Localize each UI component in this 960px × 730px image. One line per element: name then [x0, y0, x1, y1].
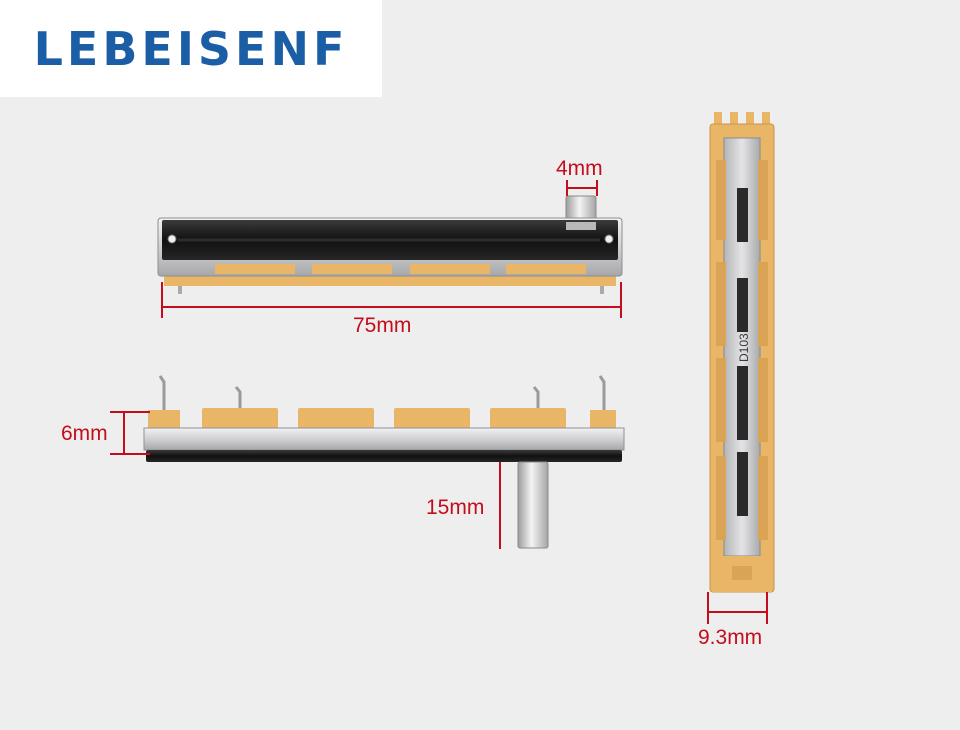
- brand-logo: LEBEISENF: [0, 0, 382, 97]
- side-tab: [758, 358, 768, 442]
- mounting-hole-right: [604, 234, 614, 244]
- black-cover: [146, 450, 622, 462]
- pin: [532, 386, 540, 410]
- dimension-lines-top: [161, 180, 622, 318]
- slot: [737, 188, 748, 242]
- pin: [178, 286, 182, 294]
- metal-frame: [143, 427, 625, 451]
- slot: [737, 278, 748, 332]
- fader-side-view: [143, 375, 625, 549]
- pin: [158, 375, 166, 412]
- side-tab: [716, 160, 726, 240]
- fader-bottom-view: [709, 112, 775, 593]
- terminal: [746, 112, 754, 130]
- slot: [737, 452, 748, 516]
- pin: [598, 375, 606, 412]
- brand-name: LEBEISENF: [33, 21, 349, 76]
- dimension-label-length: 75mm: [353, 314, 412, 337]
- terminal: [762, 112, 770, 130]
- dimension-label-height: 6mm: [61, 422, 108, 445]
- insulator-block: [148, 410, 180, 432]
- knob-base: [566, 222, 596, 230]
- side-tab: [716, 358, 726, 442]
- insulator-block: [202, 408, 278, 430]
- terminal: [730, 112, 738, 130]
- terminal: [714, 112, 722, 130]
- side-tab: [716, 456, 726, 540]
- dimension-label-knob-height: 15mm: [426, 496, 485, 519]
- dimension-label-knob-width: 4mm: [556, 157, 603, 180]
- frame-window: [312, 264, 392, 274]
- knob-shaft: [517, 461, 549, 549]
- dimension-lines-bottom: [707, 592, 768, 624]
- fader-top-view: [157, 195, 623, 294]
- slot: [737, 366, 748, 440]
- part-marking: D103: [737, 333, 751, 362]
- side-tab: [758, 262, 768, 346]
- insulator-block: [298, 408, 374, 430]
- frame-window: [410, 264, 490, 274]
- side-tab: [758, 456, 768, 540]
- insulator-notch: [732, 566, 752, 580]
- side-tab: [716, 262, 726, 346]
- pin: [234, 386, 242, 410]
- frame-window: [506, 264, 586, 274]
- dimension-lines-side: [110, 411, 501, 549]
- insulator-block: [590, 410, 616, 432]
- mounting-hole-left: [167, 234, 177, 244]
- insulator-block: [394, 408, 470, 430]
- dimension-label-width: 9.3mm: [698, 626, 763, 649]
- pin: [600, 286, 604, 294]
- side-tab: [758, 160, 768, 240]
- insulator-block: [490, 408, 566, 430]
- frame-window: [215, 264, 295, 274]
